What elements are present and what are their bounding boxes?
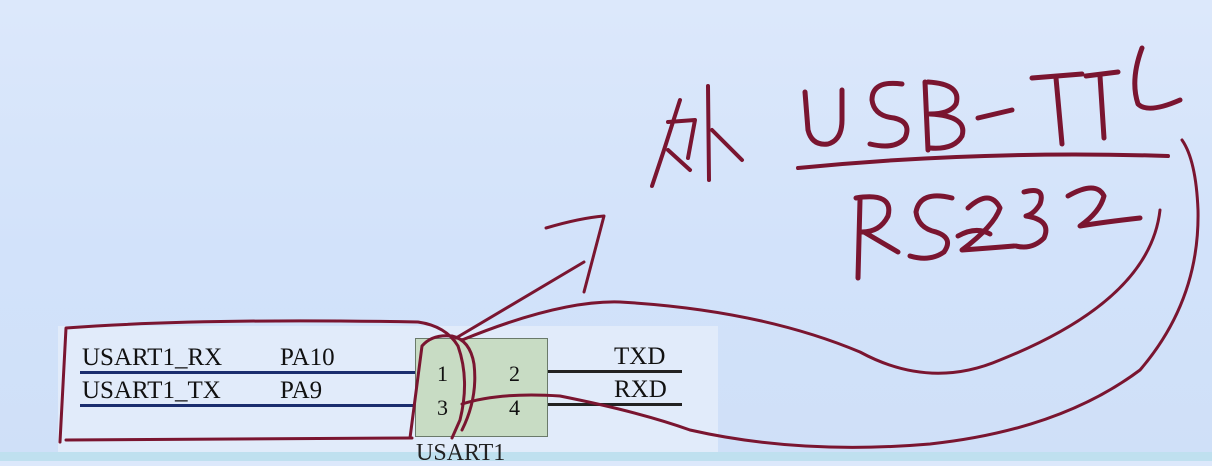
connector-usart1: 1 2 3 4 xyxy=(415,338,548,437)
pin-3: 3 xyxy=(437,395,448,420)
handwritten-arrow xyxy=(454,214,606,340)
handwritten-wai xyxy=(650,84,744,188)
pin-2: 2 xyxy=(509,361,520,386)
net-label-txd: TXD xyxy=(614,343,666,370)
wire-rx xyxy=(80,371,416,374)
handwritten-rs232 xyxy=(853,185,1143,281)
net-label-rxd: RXD xyxy=(614,376,667,403)
wire-tx xyxy=(80,404,416,407)
pin-name-pa9: PA9 xyxy=(280,377,323,404)
handwritten-fraction-bar xyxy=(796,152,1170,170)
handwritten-usb-ttl xyxy=(802,45,1183,153)
wire-rxd xyxy=(548,403,682,406)
wire-txd xyxy=(548,370,682,373)
net-label-usart1-tx: USART1_TX xyxy=(82,377,221,404)
handwritten-loop xyxy=(58,138,1200,449)
net-label-usart1-rx: USART1_RX xyxy=(82,344,223,371)
pin-1: 1 xyxy=(437,361,448,386)
pin-name-pa10: PA10 xyxy=(280,344,335,371)
bottom-strip xyxy=(0,452,1212,461)
pin-4: 4 xyxy=(509,395,520,420)
